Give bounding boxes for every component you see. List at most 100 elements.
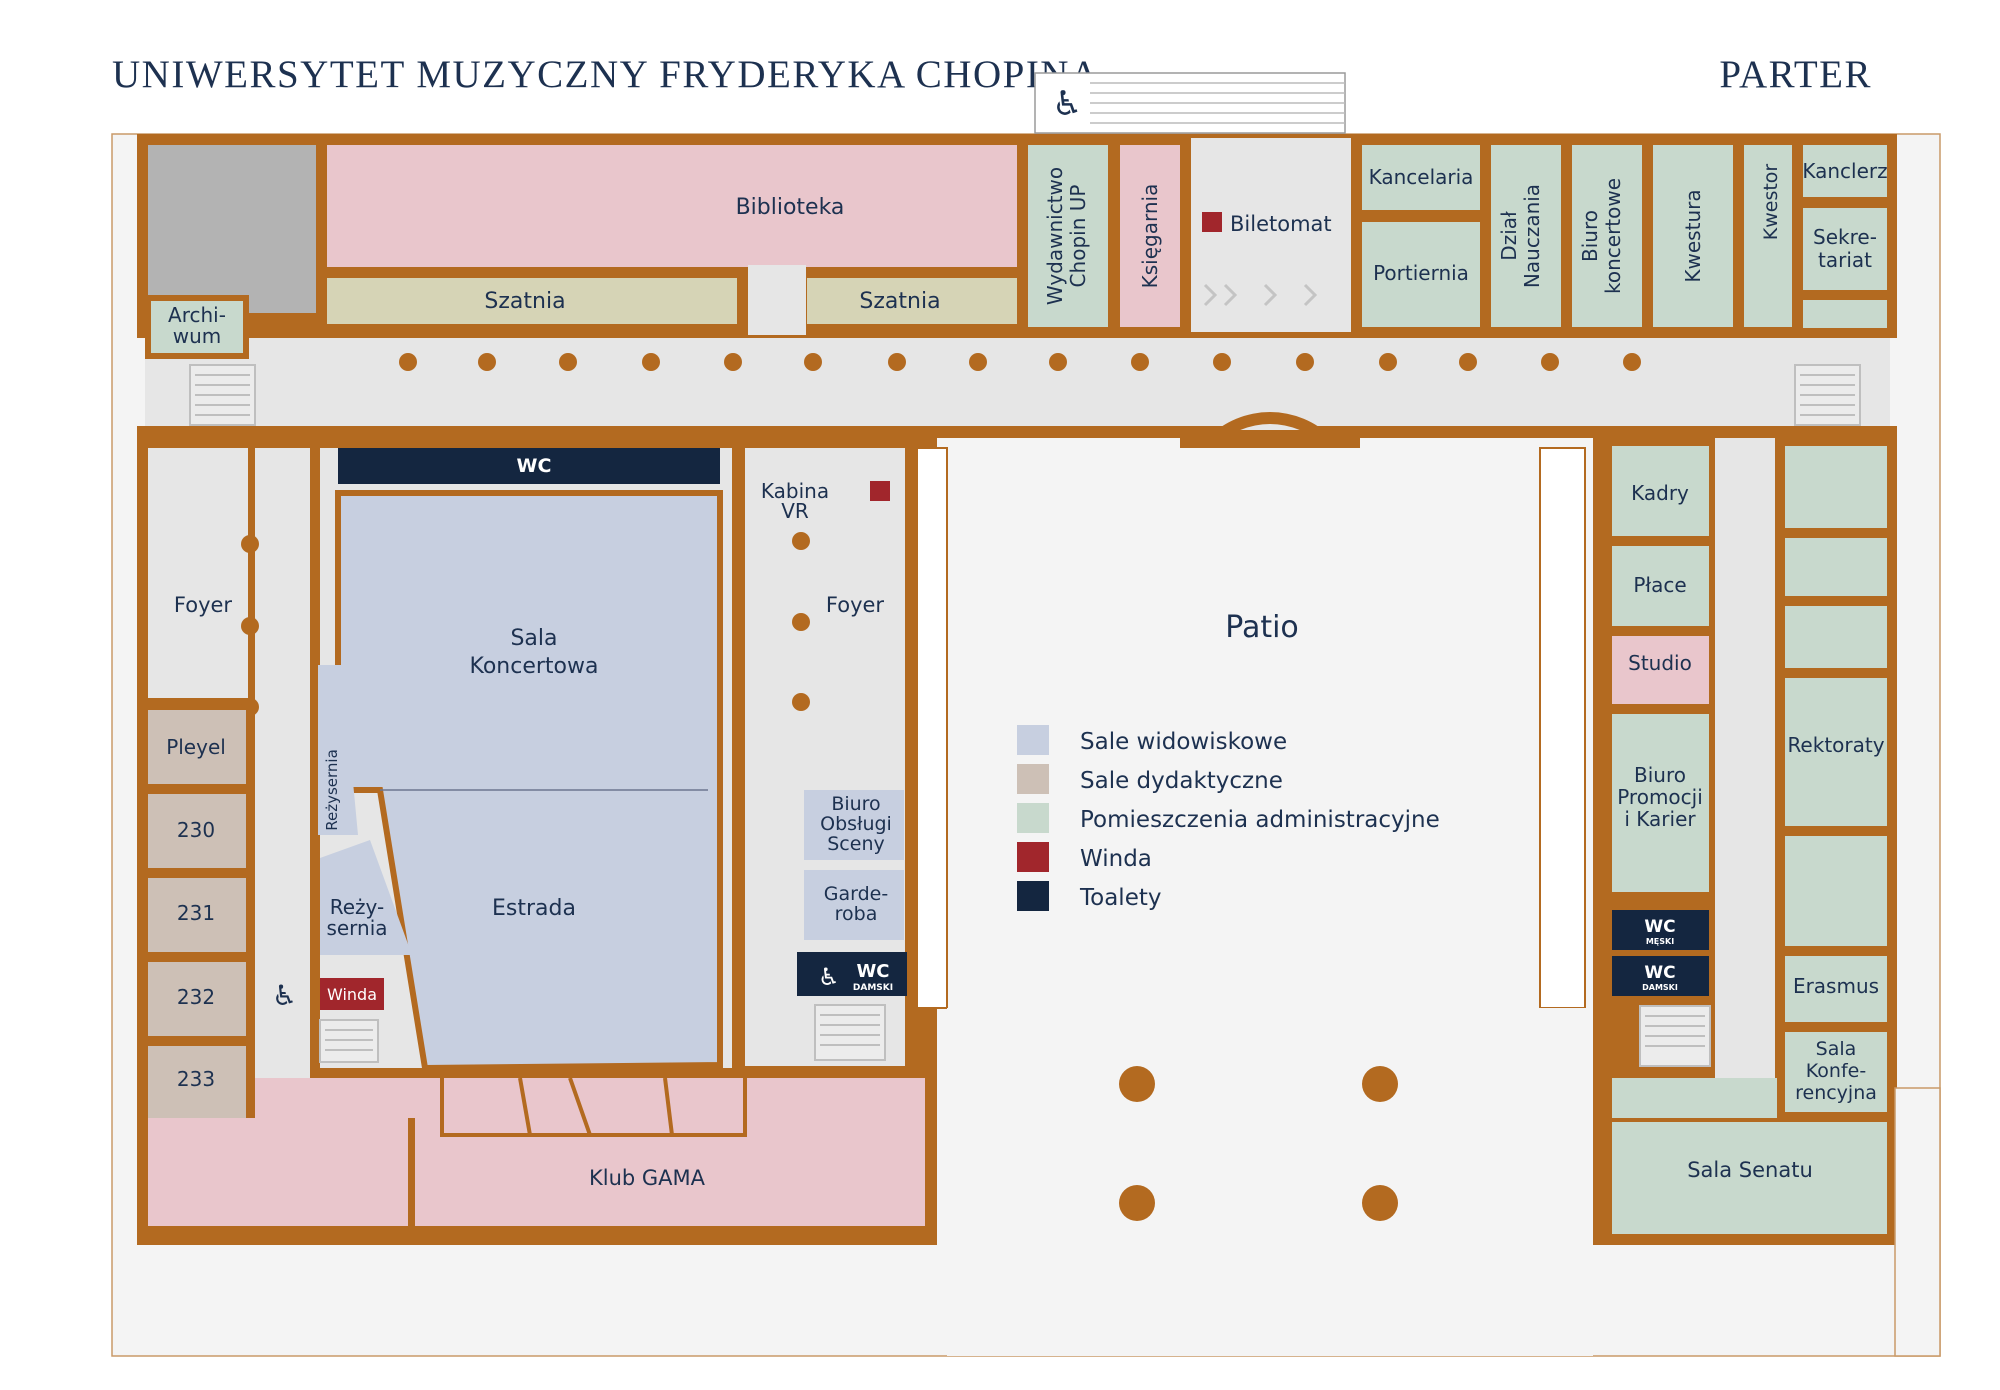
label-winda-small: Winda [327, 985, 377, 1004]
page-title: UNIWERSYTET MUZYCZNY FRYDERYKA CHOPINA [112, 53, 1100, 96]
wheelchair-icon: ♿ [272, 979, 297, 1012]
elevator-small [320, 978, 384, 1010]
room-biuro-koncertowe [1572, 145, 1642, 327]
room-erasmus [1785, 956, 1887, 1022]
room-sala-senatu [1612, 1122, 1887, 1234]
room-232 [148, 962, 246, 1036]
label-biuro-pk-1: Biuro [1634, 763, 1686, 787]
entrance-turnstiles [1203, 283, 1318, 307]
room-sekretariat [1803, 208, 1887, 290]
label-sala-konf-1: Sala [1816, 1038, 1857, 1060]
label-rezyserni-v: Reżysernia [323, 749, 341, 831]
room-szatnia-1 [327, 278, 737, 324]
right-corridor [1715, 438, 1775, 1078]
label-sekretariat-2: tariat [1818, 248, 1872, 272]
label-sala-senatu: Sala Senatu [1687, 1158, 1813, 1182]
stairs-top-left [189, 364, 256, 426]
floor-label: PARTER [1719, 53, 1872, 96]
label-erasmus: Erasmus [1793, 974, 1879, 998]
room-gama-left [148, 1118, 408, 1226]
label-wc-damski-right: WC [1644, 963, 1675, 983]
room-kwestor [1744, 145, 1792, 327]
label-wc-damski-left: WC [856, 961, 889, 982]
label-damski-left: DAMSKI [853, 983, 893, 993]
stairs-top-right [1794, 364, 1861, 426]
label-garderoba-2: roba [835, 903, 878, 925]
label-biletomat: Biletomat [1230, 212, 1332, 236]
patio-area [960, 448, 1530, 1008]
room-studio [1612, 636, 1709, 704]
label-rezyserni-1: Reży- [330, 895, 385, 919]
label-kancelaria: Kancelaria [1369, 165, 1474, 189]
room-garderoba [804, 870, 904, 940]
label-damski-right: DAMSKI [1642, 983, 1678, 992]
label-kabina-2: VR [781, 499, 809, 523]
legend-swatch-performance [1017, 725, 1049, 755]
label-place: Płace [1633, 573, 1686, 597]
legend-label-2: Pomieszczenia administracyjne [1080, 807, 1440, 833]
room-230 [148, 794, 246, 868]
room-kwestura [1653, 145, 1733, 327]
label-klub-gama: Klub GAMA [589, 1166, 706, 1190]
label-biuro-os-3: Sceny [827, 833, 884, 855]
label-ksiegarnia: Księgarnia [1138, 184, 1162, 289]
label-sala-1: Sala [510, 626, 557, 651]
foyer-right-columns [792, 532, 810, 711]
label-patio: Patio [1225, 610, 1299, 645]
room-sala-konferencyjna [1785, 1032, 1887, 1112]
label-biuro-k-1: Biuro [1578, 210, 1602, 262]
label-232: 232 [177, 985, 215, 1009]
label-kanclerz: Kanclerz [1802, 159, 1887, 183]
legend-swatch-teaching [1017, 764, 1049, 794]
room-archiwum [145, 295, 249, 359]
room-kadry [1612, 446, 1709, 536]
room-portiernia [1362, 222, 1480, 327]
room-ksiegarnia [1120, 145, 1180, 327]
wc-main [338, 448, 720, 484]
label-archiwum-1: Archi- [168, 303, 226, 327]
corridor-columns-left [241, 535, 259, 716]
label-231: 231 [177, 901, 215, 925]
room-233 [148, 1046, 246, 1118]
wheelchair-icon: ♿ [818, 963, 840, 991]
library-passage [748, 265, 806, 335]
corridor-columns-top [399, 353, 1641, 371]
left-wing-right-wall [916, 447, 948, 1009]
label-studio: Studio [1628, 651, 1692, 675]
right-wing-left-wall [1539, 447, 1586, 1009]
label-biuro-k-2: koncertowe [1601, 178, 1625, 294]
room-biuro-obslugi [804, 790, 904, 860]
wc-meski [1612, 910, 1709, 950]
room-biblioteka [327, 145, 1017, 267]
label-dzial-2: Nauczania [1520, 184, 1544, 288]
biletomat-marker [1202, 212, 1222, 232]
legend-label-1: Sale dydaktyczne [1080, 768, 1283, 794]
legend-swatch-elevator [1017, 842, 1049, 872]
label-portiernia: Portiernia [1373, 261, 1469, 285]
room-kanclerz [1803, 145, 1887, 197]
label-biuro-pk-2: Promocji [1617, 785, 1703, 809]
room-place [1612, 546, 1709, 626]
label-230: 230 [177, 818, 215, 842]
label-wydawnictwo-2: Chopin UP [1066, 185, 1090, 288]
legend: Sale widowiskowe Sale dydaktyczne Pomies… [1017, 725, 1440, 911]
label-biuro-os-2: Obsługi [820, 813, 892, 835]
stairs-right [1639, 1005, 1711, 1067]
label-archiwum-2: wum [173, 324, 222, 348]
label-sekretariat-1: Sekre- [1813, 225, 1877, 249]
kabina-vr-marker [870, 481, 890, 501]
label-sala-konf-2: Konfe- [1806, 1060, 1866, 1082]
archive-gray-block [148, 145, 316, 313]
legend-swatch-admin [1017, 803, 1049, 833]
legend-swatch-toilets [1017, 881, 1049, 911]
label-rezyserni-2: sernia [326, 916, 387, 940]
label-wc-main: WC [517, 455, 552, 477]
legend-label-0: Sale widowiskowe [1080, 729, 1287, 755]
label-kadry: Kadry [1631, 481, 1689, 505]
room-biuro-promocji [1612, 714, 1709, 892]
left-corridor [255, 448, 310, 1078]
stairs-left [319, 1019, 379, 1063]
label-estrada: Estrada [492, 896, 576, 921]
room-kancelaria [1362, 145, 1480, 210]
